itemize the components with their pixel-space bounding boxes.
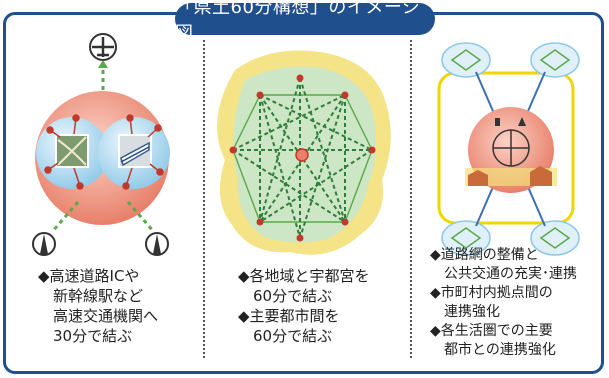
utsunomiya-center-dot [295, 148, 309, 162]
caption-line: 30分で結ぶ [53, 327, 133, 345]
caption-line: 連携強化 [444, 304, 500, 320]
cluster-top-left [441, 42, 491, 78]
caption-panel3: ◆道路網の整備と 公共交通の充実･連携 ◆市町村内拠点間の 連携強化 ◆各生活圏… [430, 246, 577, 360]
caption-line: ◆道路網の整備と [430, 247, 539, 263]
caption-line: ◆各地域と宇都宮を [238, 267, 370, 285]
caption-line: 公共交通の充実･連携 [444, 266, 577, 282]
city-tower-icon-left [32, 232, 56, 256]
caption-panel1: ◆高速道路ICや 新幹線駅など 高速交通機関へ 30分で結ぶ [38, 266, 158, 346]
cluster-top-right [530, 42, 580, 78]
caption-line: 高速交通機関へ [53, 307, 159, 325]
shinkansen-train-icon [118, 134, 152, 168]
caption-line: ◆各生活圏での主要 [430, 323, 553, 339]
divider-right [410, 40, 412, 358]
caption-line: 60分で結ぶ [253, 287, 333, 305]
caption-line: ◆主要都市間を [238, 307, 340, 325]
cluster-bottom-left [441, 220, 491, 256]
caption-line: 都市との連携強化 [444, 342, 556, 358]
cluster-bottom-right [530, 220, 580, 256]
caption-line: ◆市町村内拠点間の [430, 285, 553, 301]
caption-panel2: ◆各地域と宇都宮を 60分で結ぶ ◆主要都市間を 60分で結ぶ [238, 266, 370, 346]
caption-line: 新幹線駅など [53, 287, 144, 305]
network-frame [437, 71, 575, 225]
caption-line: ◆高速道路ICや [38, 267, 140, 285]
caption-line: 60分で結ぶ [253, 327, 333, 345]
airplane-icon [89, 33, 117, 61]
divider-left [203, 40, 205, 358]
interchange-map-icon [55, 134, 89, 168]
city-tower-icon-right [145, 232, 169, 256]
